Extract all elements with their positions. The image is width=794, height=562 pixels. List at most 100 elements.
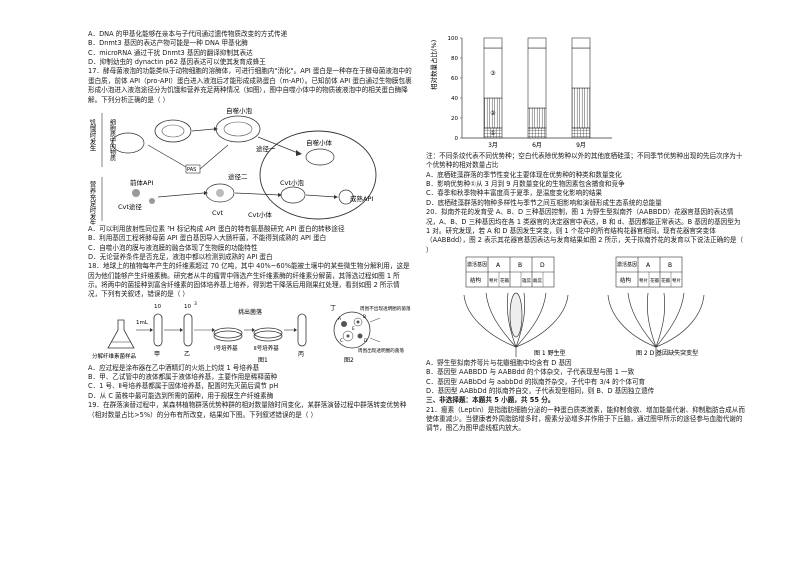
label-engulf: 细胞质中的物质	[109, 118, 116, 162]
q20-option-a: A．野生型拟南芥萼片与花瓣细胞中均含有 D 基因	[426, 358, 572, 367]
q19-option-c: C．春季和秋季物种丰富度高于夏季，是温度变化影响的结果	[426, 189, 603, 198]
label-medium2: Ⅱ号培养基	[254, 344, 279, 352]
q16-option-a: A．DNA 的甲基化能够在亲本与子代间通过遗传物质改变的方式传递	[88, 30, 288, 38]
left-column: A．DNA 的甲基化能够在亲本与子代间通过遗传物质改变的方式传递 B．Dnmt3…	[88, 30, 412, 420]
bar-remainder	[527, 37, 547, 49]
q18-option-d: D．从 C 菌株中最可能选到所需的菌种，用于规模生产纤维素酶	[88, 391, 274, 400]
label-ding: 丁	[330, 305, 336, 312]
label-pathway2b: Cvt途径	[118, 202, 142, 211]
wt-organ-4: 雌蕊	[533, 277, 542, 284]
q18-option-a: A．应过程是涂布器在乙中酒精灯的火焰上灼烧 1 号培养基	[88, 363, 260, 372]
q17-stem: 17．酵母菌液泡的功能类似于动物细胞的溶酶体，可进行细胞内"消化"。API 蛋白…	[88, 67, 412, 104]
q20-stem: 20．拟南芥花的发育受 A、B、D 三种基因控制，图 1 为野生型拟南芥（AAB…	[426, 208, 744, 254]
q20-diagram: 激活基因 A B D 结构 萼片 花瓣 雄蕊 雌蕊 图 1	[463, 256, 705, 357]
right-column: 0 20 40 60 80 100 3月 6月 9月 ① ② ③ 相对数量占比(%) 注：不同条纹代…	[426, 30, 746, 434]
label-cvt: Cvt	[212, 209, 223, 217]
mut-organ-2: 花瓣	[650, 277, 659, 284]
label-mature: 成熟API	[350, 194, 373, 203]
wt-header-3: D	[540, 262, 545, 269]
x-tick-label: 9月	[576, 142, 586, 149]
wt-organ-0: 结构	[470, 276, 482, 284]
plate-label-b: B	[363, 314, 366, 320]
caption-fig1: 图1	[258, 357, 268, 364]
label-pas: PAS	[187, 167, 196, 173]
label-cell-title: 自噬小泡	[226, 106, 253, 115]
label-yi: 乙	[184, 351, 190, 358]
q16-option-c: C．microRNA 通过干扰 Dnmt3 基因的翻译抑制其表达	[88, 48, 253, 57]
x-tick-label: 6月	[532, 142, 542, 149]
segment-label: ②	[490, 110, 496, 117]
label-exp: 3	[194, 301, 197, 307]
bar-segment	[527, 107, 547, 129]
plate-label-c: C	[340, 338, 343, 344]
q18-stem: 18．地球上的植物每年产生的纤维素超过 70 亿吨，其中 40%~60%能被土壤…	[88, 262, 410, 299]
segment-label: ③	[490, 70, 495, 77]
mut-organ-1: 萼片	[639, 277, 648, 284]
caption-wt: 图 1 野生型	[534, 349, 566, 357]
y-tick-label: 80	[451, 56, 458, 62]
q17-option-d: D．无论营养条件是否充足，液泡中都以检测到成熟的 API 蛋白	[88, 252, 273, 261]
q18-option-b: B．甲、乙试管中的液体都属于液体培养基，主要作用是稀释菌种	[88, 373, 278, 382]
mut-organ-3: 花瓣	[661, 277, 670, 284]
mut-organ-4: 萼片	[672, 277, 681, 284]
q18-figure: 1mL 10 10 3 挑出菌落 分解纤维素菌样品 甲 乙 Ⅰ号培养基 Ⅱ号培养…	[88, 300, 412, 364]
caption-fig2: 图2	[344, 357, 354, 364]
label-zone-has: 周围出现透明圈的菌落	[358, 347, 404, 354]
label-sample: 分解纤维素菌样品	[92, 352, 137, 360]
segment-label: ①	[490, 130, 495, 137]
plate-label-d: D	[364, 338, 368, 344]
mut-organ-0: 结构	[620, 276, 632, 284]
mut-table: 激活基因 A B 结构 萼片 花瓣 花瓣 萼片	[615, 256, 683, 288]
label-dilute1: 10	[154, 304, 161, 310]
q18-diagram: 1mL 10 10 3 挑出菌落 分解纤维素菌样品 甲 乙 Ⅰ号培养基 Ⅱ号培养…	[92, 301, 411, 364]
label-precursor: 前体API	[130, 178, 153, 187]
wt-organ-3: 雄蕊	[522, 277, 531, 284]
label-cvt-body: Cvt小体	[248, 210, 272, 219]
chart-note: 注：不同条纹代表不同优势种；空白代表除优势种以外的其他底栖硅藻；不同季节优势种出…	[426, 152, 743, 170]
y-tick-label: 60	[451, 76, 458, 82]
wt-header-0: 激活基因	[467, 261, 487, 268]
label-autophagy-body: 自噬小体	[306, 138, 333, 147]
label-pick: 挑出菌落	[238, 308, 262, 316]
plate-label-e: E	[352, 326, 355, 332]
q19-stem: 19．在群落演替过程中，某森林植物群落优势种群的相对数量随时间变化，某群落演替过…	[88, 401, 407, 419]
q20-option-b: B．基因型 AABBDD 与 AABBdd 的个体杂交，子代表现型与图 1 一致	[426, 368, 635, 377]
q19-chart: 0 20 40 60 80 100 3月 6月 9月 ① ② ③ 相对数量占比(%)	[426, 30, 746, 152]
label-nutrient: 营养充足时发生	[88, 180, 96, 225]
label-dilute2: 10	[184, 304, 191, 310]
chart-ylabel: 相对数量占比(%)	[429, 40, 438, 90]
wt-header-2: B	[518, 262, 522, 269]
bar-segment	[527, 127, 547, 139]
q17-figure: 饥饿时发生 营养充足时发生 细胞质中的物质 自噬小泡 途径一 自噬小体 PAS …	[88, 105, 412, 225]
y-tick-label: 20	[451, 116, 458, 122]
caption-mut: 图 2 D 基因缺失突变型	[636, 349, 698, 357]
bar-segment	[527, 47, 547, 109]
bar-segment	[571, 47, 591, 89]
q19-option-d: D．底栖硅藻群落的物种多样性与季节之间互相影响和演替形成生态系统的总能量	[426, 198, 662, 207]
q16-option-b: B．Dnmt3 基因的表达产物可能是一种 DNA 甲基化酶	[88, 39, 248, 48]
q19-option-a: A．底栖硅藻群落的季节性变化主要体现在优势种的种类和数量变化	[426, 170, 622, 179]
wt-organ-1: 萼片	[489, 277, 498, 284]
q20-figure: 激活基因 A B D 结构 萼片 花瓣 雄蕊 雌蕊 图 1	[426, 255, 746, 359]
q20-option-d: D．基因型 AABbDd 的拟南芥自交，子代表现型相同，则 B、D 基因独立遗传	[426, 387, 655, 396]
wt-organ-2: 花瓣	[500, 277, 509, 284]
label-medium1: Ⅰ号培养基	[214, 344, 238, 352]
label-cvt-vesicle: Cvt小泡	[280, 178, 304, 187]
label-hunger: 饥饿时发生	[88, 118, 96, 152]
y-tick-label: 100	[448, 36, 459, 42]
x-tick-label: 3月	[488, 142, 498, 149]
mut-flower	[607, 292, 705, 357]
wt-flower	[463, 292, 569, 357]
label-bing: 丙	[298, 351, 304, 358]
plate-label-a: A	[338, 316, 342, 322]
y-tick-label: 0	[455, 136, 459, 142]
label-pathway1: 途径一	[256, 144, 276, 153]
y-tick-label: 40	[451, 96, 458, 102]
section-3-heading: 三、非选择题：本题共 5 小题，共 55 分。	[426, 396, 555, 405]
wt-table: 激活基因 A B D 结构 萼片 花瓣 雄蕊 雌蕊	[465, 256, 555, 288]
q17-option-c: C．自噬小泡的膜与液泡膜的融合体现了生物膜的功能特性	[88, 243, 258, 252]
q20-option-c: C．基因型 AABbDd 与 aabbDd 的拟南芥杂交，子代中有 3/4 的个…	[426, 377, 646, 386]
label-pathway2: 途径二	[228, 172, 248, 181]
bar-remainder	[483, 37, 503, 49]
wt-header-1: A	[496, 262, 501, 269]
